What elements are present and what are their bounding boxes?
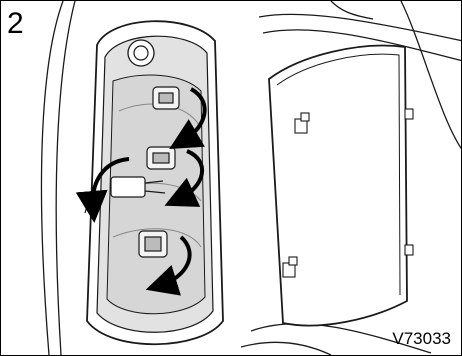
lamp-cover (269, 46, 413, 326)
step-number: 2 (7, 9, 24, 39)
lamp-housing (87, 21, 223, 344)
figure-code: V73033 (392, 330, 451, 347)
